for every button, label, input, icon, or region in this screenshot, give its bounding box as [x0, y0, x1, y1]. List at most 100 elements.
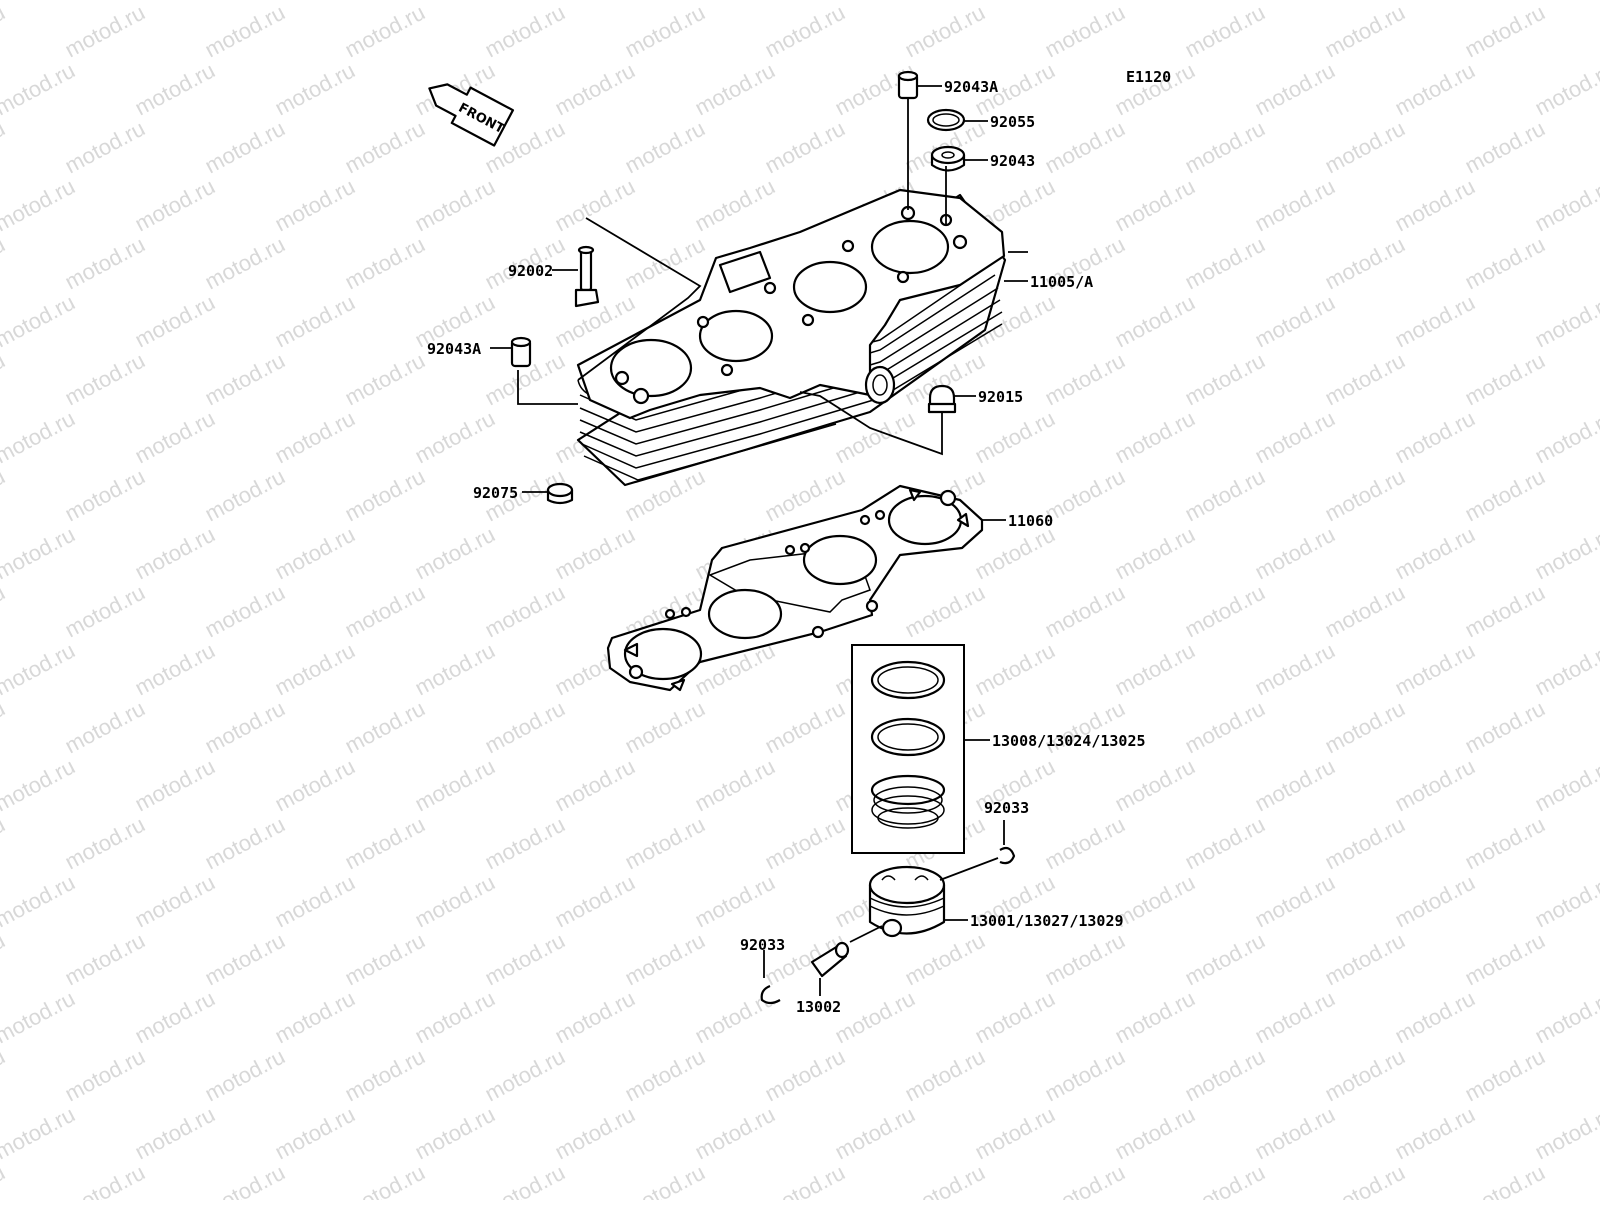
watermark-text: motod.ru	[1391, 1102, 1479, 1165]
watermark-text: motod.ru	[621, 1044, 709, 1107]
watermark-text: motod.ru	[1531, 870, 1600, 933]
watermark-text: motod.ru	[1041, 1160, 1129, 1200]
piston-rings	[870, 660, 946, 829]
callout-92043A-left: 92043A	[427, 340, 481, 358]
watermark-text: motod.ru	[1251, 754, 1339, 817]
watermark-text: motod.ru	[1531, 58, 1600, 121]
watermark-text: motod.ru	[0, 638, 79, 701]
watermark-text: motod.ru	[621, 232, 709, 295]
watermark-text: motod.ru	[1531, 1102, 1600, 1165]
watermark-text: motod.ru	[271, 870, 359, 933]
watermark-text: motod.ru	[411, 638, 499, 701]
watermark-text: motod.ru	[1041, 0, 1129, 62]
watermark-text: motod.ru	[341, 580, 429, 643]
watermark-text: motod.ru	[1251, 290, 1339, 353]
watermark-text: motod.ru	[341, 116, 429, 179]
watermark-text: motod.ru	[1321, 812, 1409, 875]
watermark-text: motod.ru	[1111, 0, 1199, 4]
watermark-text: motod.ru	[271, 986, 359, 1049]
watermark-text: motod.ru	[1461, 812, 1549, 875]
callout-92015: 92015	[978, 388, 1023, 406]
watermark-text: motod.ru	[201, 232, 289, 295]
watermark-text: motod.ru	[1461, 232, 1549, 295]
watermark-text: motod.ru	[1391, 986, 1479, 1049]
head-gasket	[606, 484, 984, 692]
watermark-text: motod.ru	[691, 174, 779, 237]
watermark-text: motod.ru	[1181, 116, 1269, 179]
watermark-text: motod.ru	[0, 464, 9, 527]
watermark-text: motod.ru	[1041, 348, 1129, 411]
watermark-text: motod.ru	[271, 1102, 359, 1165]
watermark-text: motod.ru	[61, 348, 149, 411]
watermark-text: motod.ru	[691, 58, 779, 121]
watermark-text: motod.ru	[1391, 870, 1479, 933]
cylinder-bore-3	[792, 260, 868, 314]
callout-13002: 13002	[796, 998, 841, 1016]
watermark-text: motod.ru	[1181, 348, 1269, 411]
watermark-text: motod.ru	[0, 58, 79, 121]
watermark-text: motod.ru	[131, 870, 219, 933]
watermark-text: motod.ru	[341, 928, 429, 991]
piston-pin	[810, 941, 850, 978]
watermark-text: motod.ru	[341, 1160, 429, 1200]
watermark-text: motod.ru	[1251, 406, 1339, 469]
cylinder-bore-1	[609, 338, 693, 398]
watermark-text: motod.ru	[901, 0, 989, 62]
callout-11005A: 11005/A	[1030, 273, 1093, 291]
watermark-text: motod.ru	[201, 464, 289, 527]
watermark-text: motod.ru	[0, 116, 9, 179]
watermark-text: motod.ru	[1531, 754, 1600, 817]
watermark-text: motod.ru	[131, 406, 219, 469]
watermark-text: motod.ru	[1531, 522, 1600, 585]
watermark-text: motod.ru	[411, 870, 499, 933]
watermark-text: motod.ru	[1391, 754, 1479, 817]
watermark-text: motod.ru	[1111, 870, 1199, 933]
watermark-text: motod.ru	[551, 986, 639, 1049]
watermark-text: motod.ru	[0, 290, 79, 353]
watermark-text: motod.ru	[131, 638, 219, 701]
watermark-text: motod.ru	[761, 116, 849, 179]
watermark-text: motod.ru	[0, 1160, 9, 1200]
watermark-text: motod.ru	[1251, 1102, 1339, 1165]
watermark-text: motod.ru	[1461, 928, 1549, 991]
watermark-text: motod.ru	[1461, 1160, 1549, 1200]
watermark-text: motod.ru	[1391, 406, 1479, 469]
callout-piston-rings: 13008/13024/13025	[992, 732, 1146, 750]
watermark-text: motod.ru	[1321, 348, 1409, 411]
watermark-text: motod.ru	[1461, 348, 1549, 411]
callout-11060: 11060	[1008, 512, 1053, 530]
watermark-text: motod.ru	[1391, 174, 1479, 237]
callout-92002: 92002	[508, 262, 553, 280]
watermark-text: motod.ru	[411, 754, 499, 817]
watermark-text: motod.ru	[971, 406, 1059, 469]
watermark-text: motod.ru	[1181, 696, 1269, 759]
watermark-text: motod.ru	[61, 116, 149, 179]
watermark-text: motod.ru	[901, 928, 989, 991]
circlip-left	[760, 984, 781, 1005]
dowel-pin	[930, 145, 966, 172]
watermark-text: motod.ru	[1321, 580, 1409, 643]
watermark-text: motod.ru	[901, 1160, 989, 1200]
watermark-text: motod.ru	[901, 1044, 989, 1107]
watermark-text: motod.ru	[831, 986, 919, 1049]
watermark-text: motod.ru	[1041, 116, 1129, 179]
watermark-text: motod.ru	[1461, 580, 1549, 643]
watermark-text: motod.ru	[621, 116, 709, 179]
watermark-text: motod.ru	[551, 522, 639, 585]
watermark-text: motod.ru	[271, 174, 359, 237]
watermark-text: motod.ru	[761, 1044, 849, 1107]
watermark-text: motod.ru	[0, 986, 79, 1049]
watermark-text: motod.ru	[621, 928, 709, 991]
callout-92033-left: 92033	[740, 936, 785, 954]
watermark-text: motod.ru	[0, 696, 9, 759]
watermark-text: motod.ru	[481, 812, 569, 875]
watermark-text: motod.ru	[0, 870, 79, 933]
watermark-text: motod.ru	[0, 1102, 79, 1165]
watermark-text: motod.ru	[411, 174, 499, 237]
watermark-text: motod.ru	[131, 1102, 219, 1165]
watermark-text: motod.ru	[971, 522, 1059, 585]
watermark-text: motod.ru	[551, 1102, 639, 1165]
watermark-text: motod.ru	[1041, 464, 1129, 527]
watermark-text: motod.ru	[1111, 1102, 1199, 1165]
watermark-text: motod.ru	[61, 580, 149, 643]
